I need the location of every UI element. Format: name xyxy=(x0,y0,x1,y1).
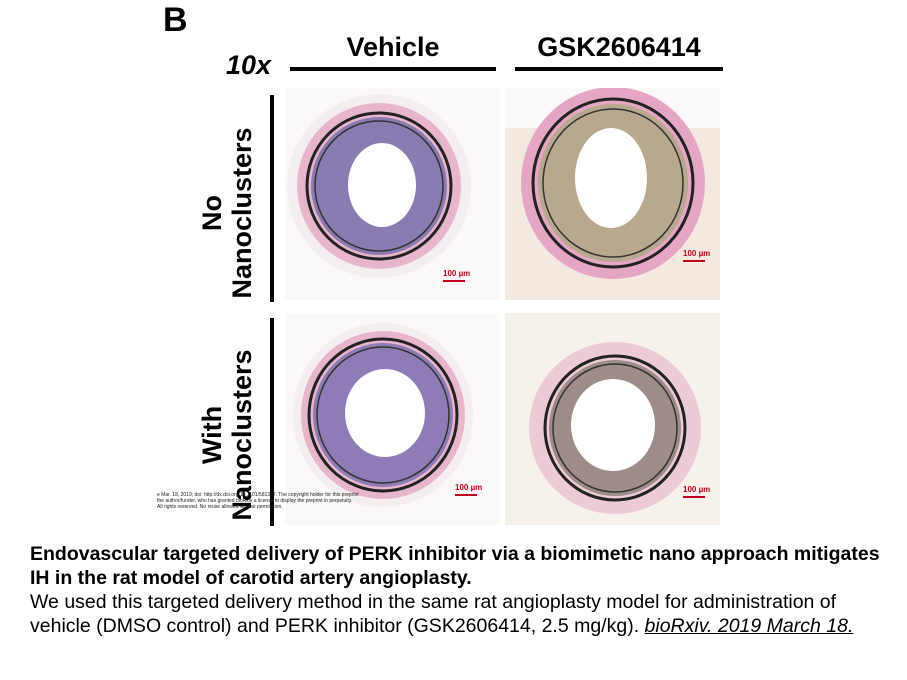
caption-title: Endovascular targeted delivery of PERK i… xyxy=(30,543,880,589)
scale-bar-label: 100 µm xyxy=(683,485,711,494)
scale-bar xyxy=(683,496,705,498)
magnification-label: 10x xyxy=(226,50,272,80)
scale-bar-label: 100 µm xyxy=(443,269,471,278)
watermark-line: All rights reserved. No reuse allowed wi… xyxy=(157,504,283,510)
micrograph-gsk-no-nanoclusters: 100 µm xyxy=(505,88,720,300)
row-rule-with-nanoclusters xyxy=(270,318,274,526)
scale-bar-label: 100 µm xyxy=(683,249,711,258)
column-header-gsk: GSK2606414 xyxy=(537,32,701,62)
micrograph-gsk-with-nanoclusters: 100 µm xyxy=(505,313,720,525)
scale-bar xyxy=(455,494,477,496)
scale-bar-label: 100 µm xyxy=(455,483,483,492)
row-label-line1: No xyxy=(197,195,227,231)
scale-bar xyxy=(443,280,465,282)
watermark-line: the author/funder, who has granted bioRx… xyxy=(157,498,353,504)
watermark-line: e Mar. 18, 2019; doi: http://dx.doi.org/… xyxy=(157,492,359,498)
row-label-line1: With xyxy=(197,405,227,465)
column-header-vehicle: Vehicle xyxy=(346,32,440,62)
row-label-with-nanoclusters: With Nanoclusters xyxy=(197,325,257,545)
column-rule-vehicle xyxy=(290,67,496,71)
caption-citation: bioRxiv. 2019 March 18. xyxy=(644,615,854,637)
caption-body: We used this targeted delivery method in… xyxy=(30,591,837,637)
scale-bar xyxy=(683,260,705,262)
figure-caption: Endovascular targeted delivery of PERK i… xyxy=(30,542,890,638)
column-rule-gsk xyxy=(515,67,723,71)
micrograph-vehicle-with-nanoclusters: 100 µm xyxy=(285,313,500,525)
row-label-no-nanoclusters: No Nanoclusters xyxy=(197,103,257,323)
panel-letter: B xyxy=(163,1,188,39)
preprint-watermark: e Mar. 18, 2019; doi: http://dx.doi.org/… xyxy=(157,492,397,510)
row-label-line2: Nanoclusters xyxy=(227,127,257,299)
micrograph-vehicle-no-nanoclusters: 100 µm xyxy=(285,88,500,300)
row-rule-no-nanoclusters xyxy=(270,95,274,302)
